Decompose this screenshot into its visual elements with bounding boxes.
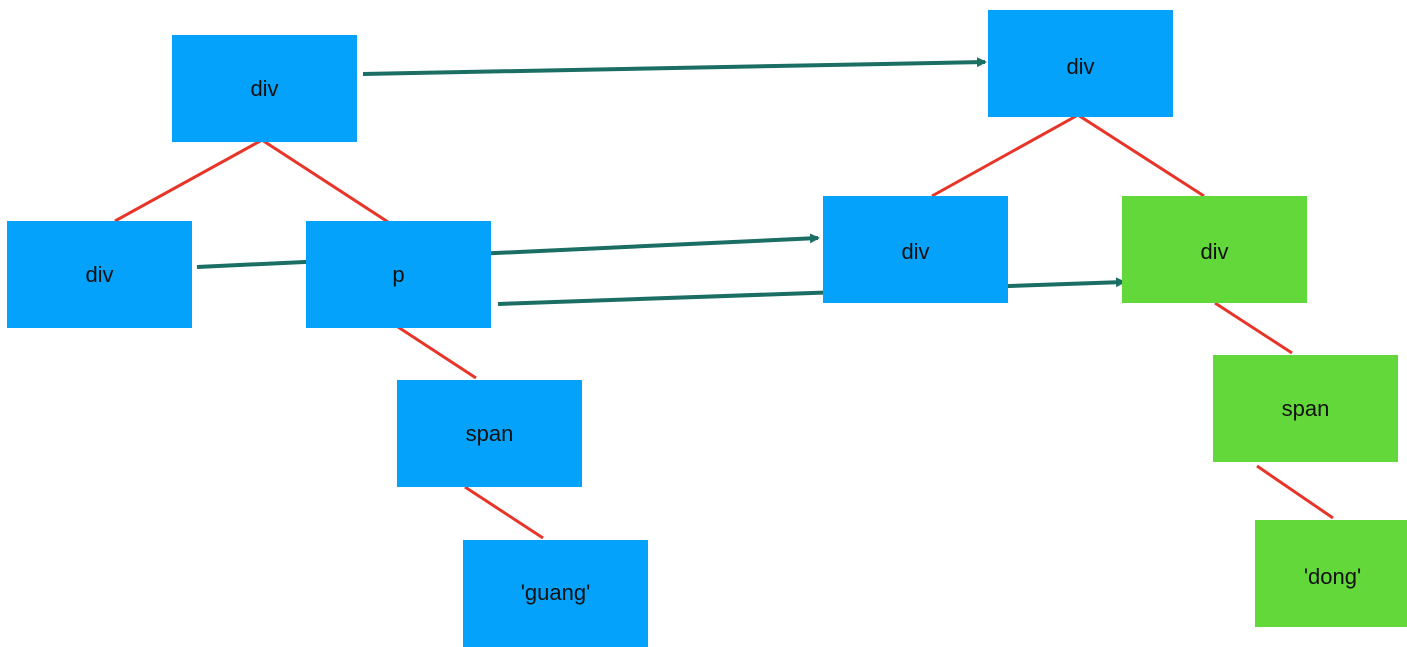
old-span-node: span (397, 380, 582, 487)
old-right-node: p (306, 221, 491, 328)
edge-new-root-left (931, 113, 1079, 198)
old-left-node: div (7, 221, 192, 328)
old-root-node: div (172, 35, 357, 142)
edges-layer (114, 57, 1334, 540)
edge-old-root-right (261, 138, 389, 224)
old-left-label: div (85, 261, 114, 287)
arrow-p-to-div (497, 277, 1126, 306)
new-root-node: div (988, 10, 1173, 117)
old-span-label: span (465, 420, 514, 446)
new-span-node: span (1213, 355, 1398, 462)
edge-new-div-span (1214, 301, 1293, 355)
arrow-div-to-div (196, 233, 820, 269)
edge-new-root-right (1077, 113, 1205, 198)
old-leaf-node: 'guang' (463, 540, 648, 647)
new-left-node: div (823, 196, 1008, 303)
edge-old-span-leaf (464, 485, 544, 540)
edge-old-root-left (114, 138, 263, 223)
new-leaf-label: 'dong' (1303, 564, 1362, 589)
new-root-label: div (1066, 54, 1095, 79)
edge-old-p-span (397, 325, 477, 380)
new-right-node: div (1122, 196, 1307, 303)
old-root-label: div (250, 75, 279, 101)
old-right-label: p (392, 261, 405, 287)
new-left-label: div (901, 239, 930, 264)
edge-new-span-leaf (1256, 464, 1334, 520)
new-leaf-node: 'dong' (1255, 520, 1407, 627)
new-span-label: span (1281, 395, 1330, 421)
old-leaf-label: 'guang' (520, 580, 591, 605)
arrow-root-to-root (362, 57, 987, 76)
new-right-label: div (1200, 239, 1229, 264)
